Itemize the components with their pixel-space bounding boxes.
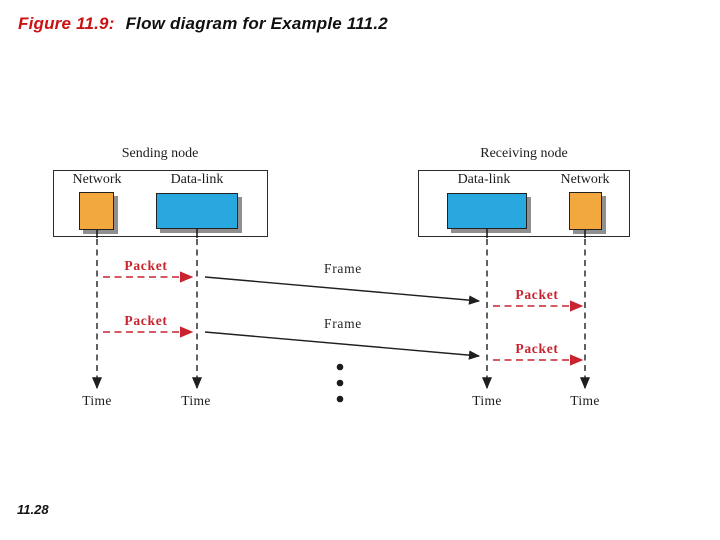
figure-caption: Flow diagram for Example 111.2 [125,14,388,33]
packet-label-left-1: Packet [124,258,168,273]
frame-label-2: Frame [324,316,362,331]
ellipsis-dots-icon [336,363,344,403]
figure-number-label: Figure 11.9: [18,14,115,33]
receiving-datalink-label: Data-link [457,172,511,187]
figure-title: Figure 11.9: Flow diagram for Example 111… [18,14,388,34]
sending-datalink-layer-rect [156,193,238,229]
sending-network-layer-rect [79,192,114,230]
frame-label-1: Frame [324,261,362,276]
time-label-receiver-network: Time [570,393,600,408]
receiving-node-title: Receiving node [480,146,568,161]
packet-label-left-2: Packet [124,313,168,328]
sending-node-title: Sending node [121,146,199,161]
receiving-network-layer-rect [569,192,602,230]
time-label-sender-datalink: Time [181,393,211,408]
receiving-network-label: Network [560,172,610,187]
layer-stub-lines [96,229,586,238]
time-label-receiver-datalink: Time [472,393,502,408]
frame-arrow-2 [204,331,481,360]
receiving-datalink-layer-rect [447,193,527,229]
time-label-sender-network: Time [82,393,112,408]
sending-datalink-label: Data-link [170,172,224,187]
page-number: 11.28 [17,502,49,517]
sending-network-label: Network [72,172,122,187]
packet-label-right-2: Packet [515,341,559,356]
packet-label-right-1: Packet [515,287,559,302]
frame-arrow-1 [204,276,481,305]
